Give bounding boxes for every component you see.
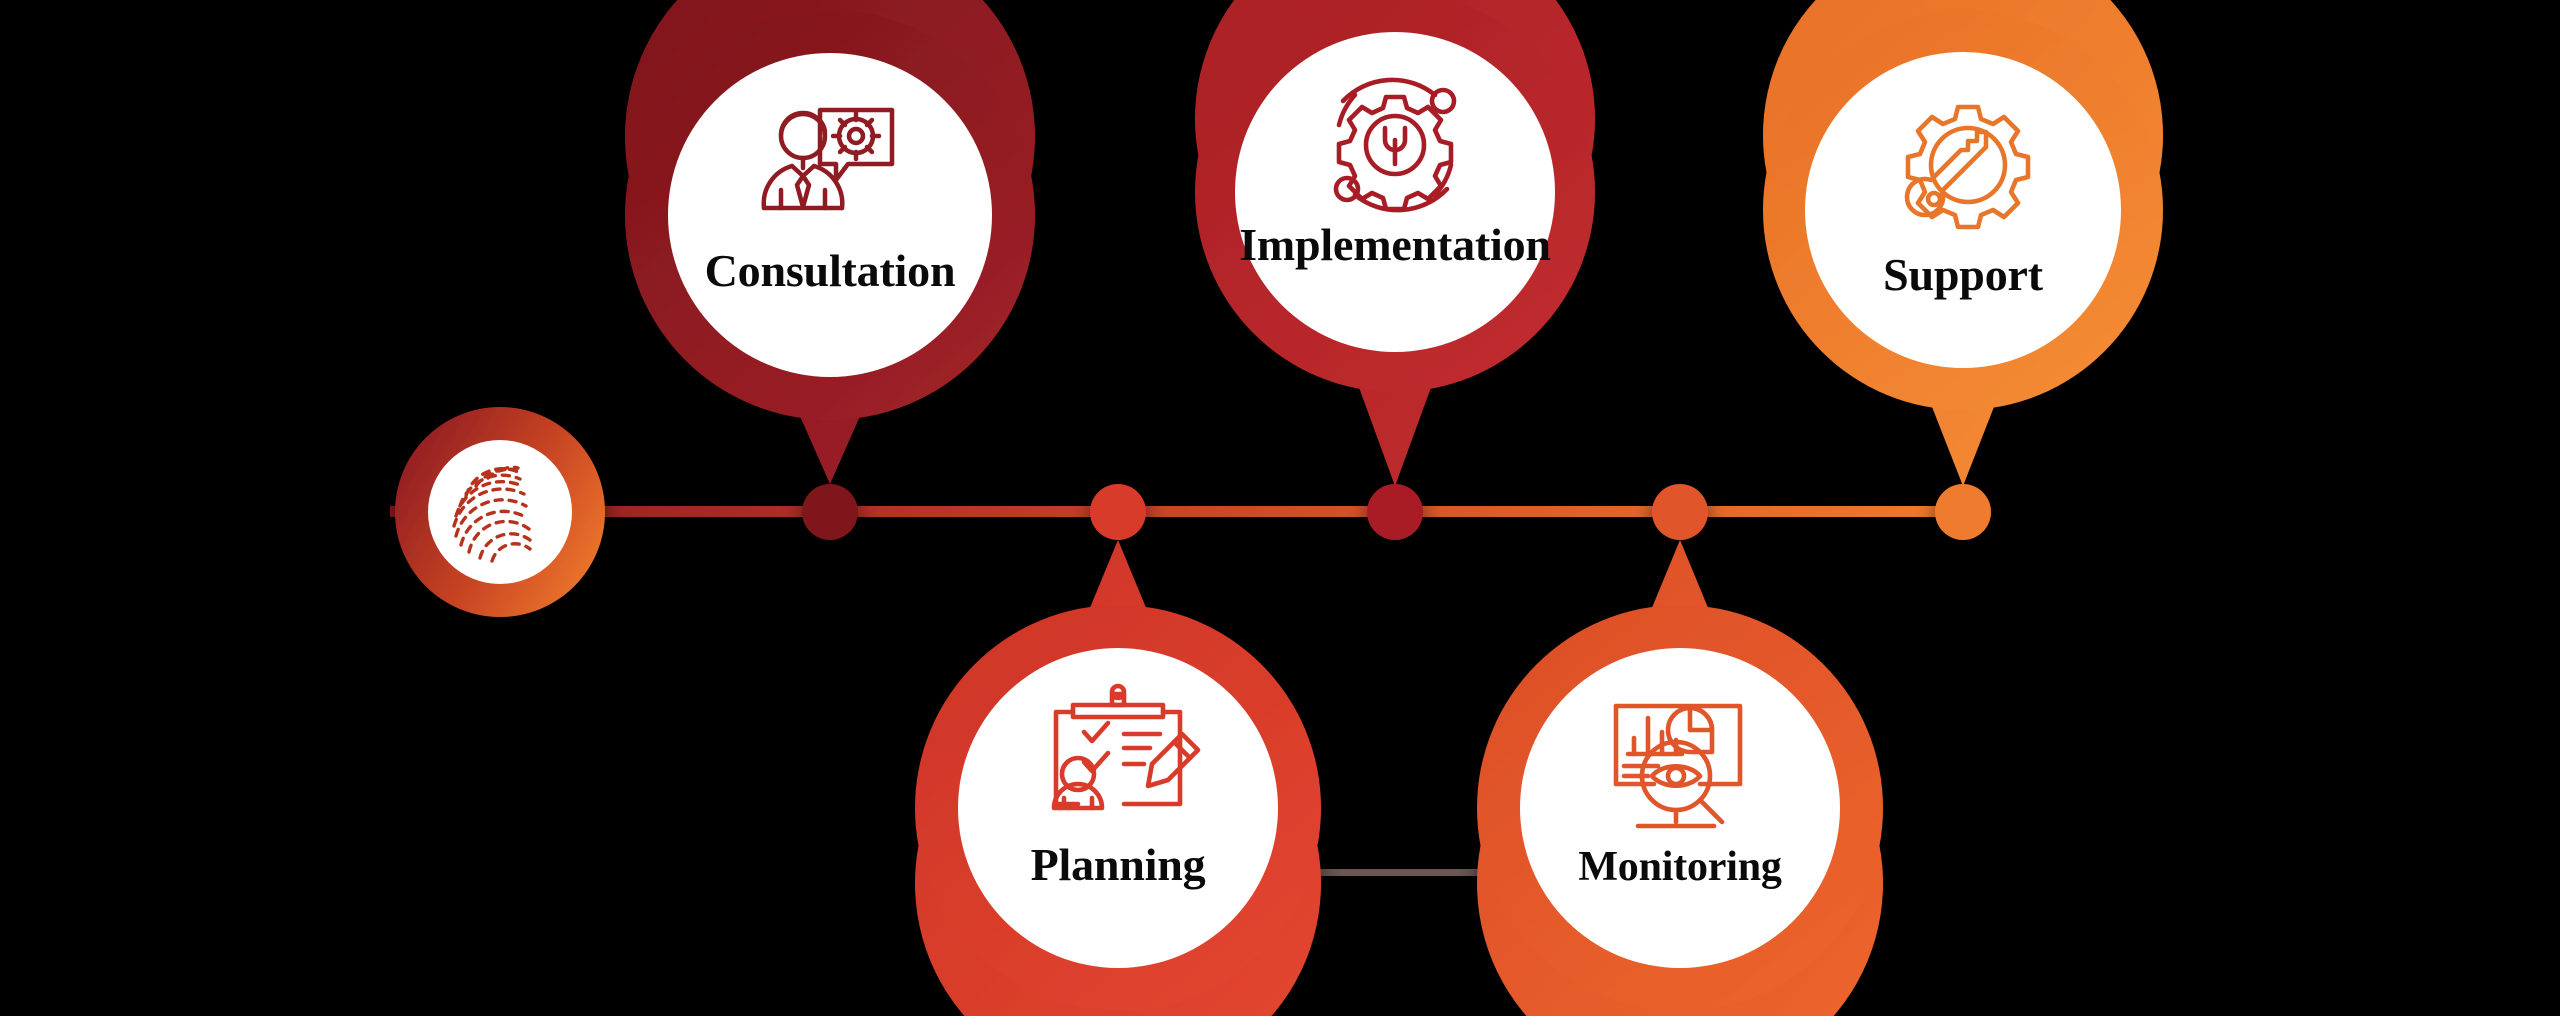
clipboard-checklist-pencil-icon [1051,683,1201,811]
node-support[interactable] [1763,0,2163,540]
node-monitoring[interactable] [1477,484,1883,1016]
gear-key-wrench-icon [1904,104,2031,230]
node-planning[interactable] [915,484,1321,1016]
gear-wrench-orbit-icon [1333,77,1457,213]
main-timeline [390,506,1980,517]
planning-monitoring-connector [1300,869,1482,876]
dashboard-chart-magnifier-eye-icon [1613,703,1743,829]
globe-wireframe-icon [452,465,532,563]
node-consultation[interactable] [625,0,1035,540]
start-node[interactable] [395,407,605,617]
node-implementation[interactable] [1195,0,1595,540]
consultant-gear-speech-icon [761,107,895,211]
